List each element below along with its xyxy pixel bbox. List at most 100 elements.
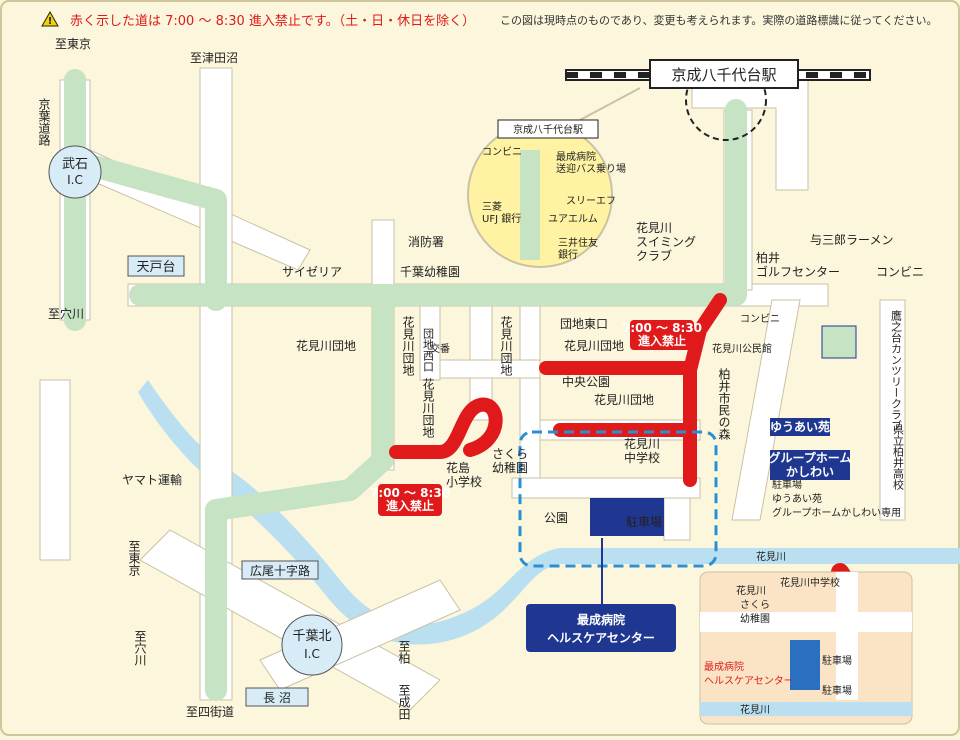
takeishi-ic: 武石 I.C: [48, 145, 102, 199]
svg-text:UFJ 銀行: UFJ 銀行: [482, 212, 521, 225]
svg-text:クラブ: クラブ: [636, 248, 672, 263]
svg-text:7:00 ～ 8:30: 7:00 ～ 8:30: [622, 321, 702, 335]
boxed-labels: 天戸台 広尾十字路 長 沼: [127, 255, 319, 707]
svg-text:中学校: 中学校: [624, 450, 660, 465]
svg-text:ヘルスケアセンター: ヘルスケアセンター: [704, 675, 794, 687]
svg-text:三菱: 三菱: [482, 201, 502, 213]
facility-boxes: ゆうあい苑 グループホーム かしわい: [769, 325, 857, 480]
svg-text:!: !: [48, 16, 53, 27]
notice-bar: ! 赤く示した道は 7:00 ～ 8:30 進入禁止です。（土・日・休日を除く）…: [41, 10, 937, 29]
svg-text:幼稚園: 幼稚園: [492, 461, 528, 475]
station-name: 京成八千代台駅: [671, 66, 776, 84]
no-entry-badge-left: 7:00 ～ 8:30 進入禁止: [370, 484, 450, 516]
svg-text:与三郎ラーメン: 与三郎ラーメン: [810, 233, 894, 247]
svg-text:交番: 交番: [430, 342, 450, 355]
svg-text:京葉道路: 京葉道路: [37, 98, 51, 147]
svg-text:花見川団地: 花見川団地: [594, 392, 654, 407]
svg-text:花見川: 花見川: [756, 550, 786, 563]
svg-text:花島: 花島: [446, 460, 470, 475]
station-inset: 京成八千代台駅 コンビニ 最成病院 送迎バス乗り場 三菱 UFJ 銀行 ユアエル…: [467, 87, 641, 268]
svg-text:千葉幼稚園: 千葉幼稚園: [400, 265, 460, 279]
svg-text:コンビニ: コンビニ: [876, 265, 924, 279]
svg-text:消防署: 消防署: [408, 234, 444, 249]
svg-text:広尾十字路: 広尾十字路: [250, 563, 310, 578]
svg-text:7:00 ～ 8:30: 7:00 ～ 8:30: [370, 486, 450, 500]
svg-text:I.C: I.C: [67, 173, 83, 187]
svg-text:ゆうあい苑: ゆうあい苑: [770, 419, 830, 434]
svg-text:コンビニ: コンビニ: [482, 146, 522, 158]
svg-text:至穴川: 至穴川: [48, 306, 84, 321]
svg-text:千葉北: 千葉北: [292, 629, 331, 644]
road-lower-horizontal: [511, 477, 701, 499]
svg-text:至柏: 至柏: [397, 640, 411, 664]
disclaimer-text: この図は現時点のものであり、変更も考えられます。実際の道路標識に従ってください。: [500, 13, 937, 27]
svg-text:幼稚園: 幼稚園: [740, 612, 770, 625]
svg-text:銀行: 銀行: [558, 248, 578, 261]
inset-station-label: 京成八千代台駅: [513, 123, 583, 136]
svg-text:駐車場: 駐車場: [772, 478, 802, 491]
svg-text:花見川: 花見川: [736, 584, 766, 597]
svg-text:花見川公民館: 花見川公民館: [712, 342, 772, 355]
svg-text:公園: 公園: [544, 511, 568, 525]
hospital-building: [590, 498, 664, 536]
svg-text:柏井: 柏井: [756, 250, 780, 265]
svg-text:長 沼: 長 沼: [263, 691, 291, 705]
svg-text:駐車場: 駐車場: [822, 654, 852, 667]
svg-text:県立柏井高校: 県立柏井高校: [892, 424, 905, 491]
svg-text:スイミング: スイミング: [636, 235, 696, 249]
svg-text:花見川団地: 花見川団地: [296, 338, 356, 353]
svg-text:花見川: 花見川: [636, 220, 672, 235]
hospital-callout: 最成病院 ヘルスケアセンター: [526, 604, 676, 652]
svg-text:スリーエフ: スリーエフ: [566, 196, 616, 207]
svg-text:進入禁止: 進入禁止: [638, 333, 686, 348]
svg-text:最成病院: 最成病院: [556, 150, 596, 163]
svg-text:鷹之台カンツリークラブ: 鷹之台カンツリークラブ: [890, 309, 903, 431]
svg-text:至東京: 至東京: [55, 37, 91, 51]
svg-text:さくら: さくら: [740, 599, 770, 611]
svg-text:至東京: 至東京: [127, 540, 141, 577]
svg-text:最成病院: 最成病院: [704, 660, 744, 673]
chibakita-ic: 千葉北 I.C: [281, 614, 343, 676]
svg-text:至津田沼: 至津田沼: [190, 51, 238, 65]
svg-text:花見川中学校: 花見川中学校: [780, 576, 840, 589]
svg-text:至穴川: 至穴川: [133, 630, 147, 666]
svg-text:武石: 武石: [62, 157, 88, 172]
svg-text:I.C: I.C: [304, 647, 320, 661]
svg-text:花見川団地: 花見川団地: [564, 338, 624, 353]
svg-text:進入禁止: 進入禁止: [386, 498, 434, 513]
svg-text:小学校: 小学校: [446, 474, 482, 489]
svg-text:グループホーム: グループホーム: [769, 450, 852, 465]
svg-text:かしわい: かしわい: [786, 465, 834, 479]
svg-text:花見川団地: 花見川団地: [499, 315, 513, 376]
svg-text:至四街道: 至四街道: [186, 705, 234, 719]
svg-text:グループホームかしわい専用: グループホームかしわい専用: [772, 506, 901, 519]
svg-text:団地西口: 団地西口: [422, 328, 435, 372]
hospital-area-outline: [518, 430, 718, 568]
warning-text: 赤く示した道は 7:00 ～ 8:30 進入禁止です。（土・日・休日を除く）: [70, 14, 475, 29]
svg-text:サイゼリア: サイゼリア: [282, 265, 342, 279]
svg-text:ヘルスケアセンター: ヘルスケアセンター: [547, 631, 655, 645]
no-entry-badge-right: 7:00 ～ 8:30 進入禁止: [622, 320, 702, 350]
svg-text:駐車場: 駐車場: [822, 684, 852, 697]
svg-text:花見川: 花見川: [624, 436, 660, 451]
place-labels: サイゼリア 消防署 千葉幼稚園 花見川 スイミング クラブ 柏井 ゴルフセンター…: [122, 220, 924, 563]
main-route: [64, 69, 747, 701]
svg-text:三井住友: 三井住友: [558, 236, 598, 249]
svg-text:ユアエルム: ユアエルム: [548, 213, 598, 225]
svg-text:ヤマト運輸: ヤマト運輸: [122, 472, 182, 487]
svg-text:中央公園: 中央公園: [562, 374, 610, 389]
detail-inset: 花見川 さくら 幼稚園 花見川中学校 駐車場 駐車場 最成病院 ヘルスケアセンタ…: [699, 571, 913, 725]
svg-text:花見川団地: 花見川団地: [401, 315, 415, 376]
svg-text:駐車場: 駐車場: [626, 514, 662, 529]
warning-icon: [41, 10, 59, 27]
svg-text:コンビニ: コンビニ: [740, 313, 780, 325]
svg-text:送迎バス乗り場: 送迎バス乗り場: [556, 162, 626, 175]
station-label-box: [649, 59, 799, 89]
direction-labels: 至東京 至津田沼 京葉道路 至穴川 至東京 至穴川 至四街道 至柏 至成田: [37, 37, 411, 720]
svg-text:花見川: 花見川: [740, 703, 770, 716]
svg-text:花見川団地: 花見川団地: [421, 377, 435, 438]
svg-text:至成田: 至成田: [397, 684, 411, 720]
svg-text:団地東口: 団地東口: [560, 317, 608, 331]
